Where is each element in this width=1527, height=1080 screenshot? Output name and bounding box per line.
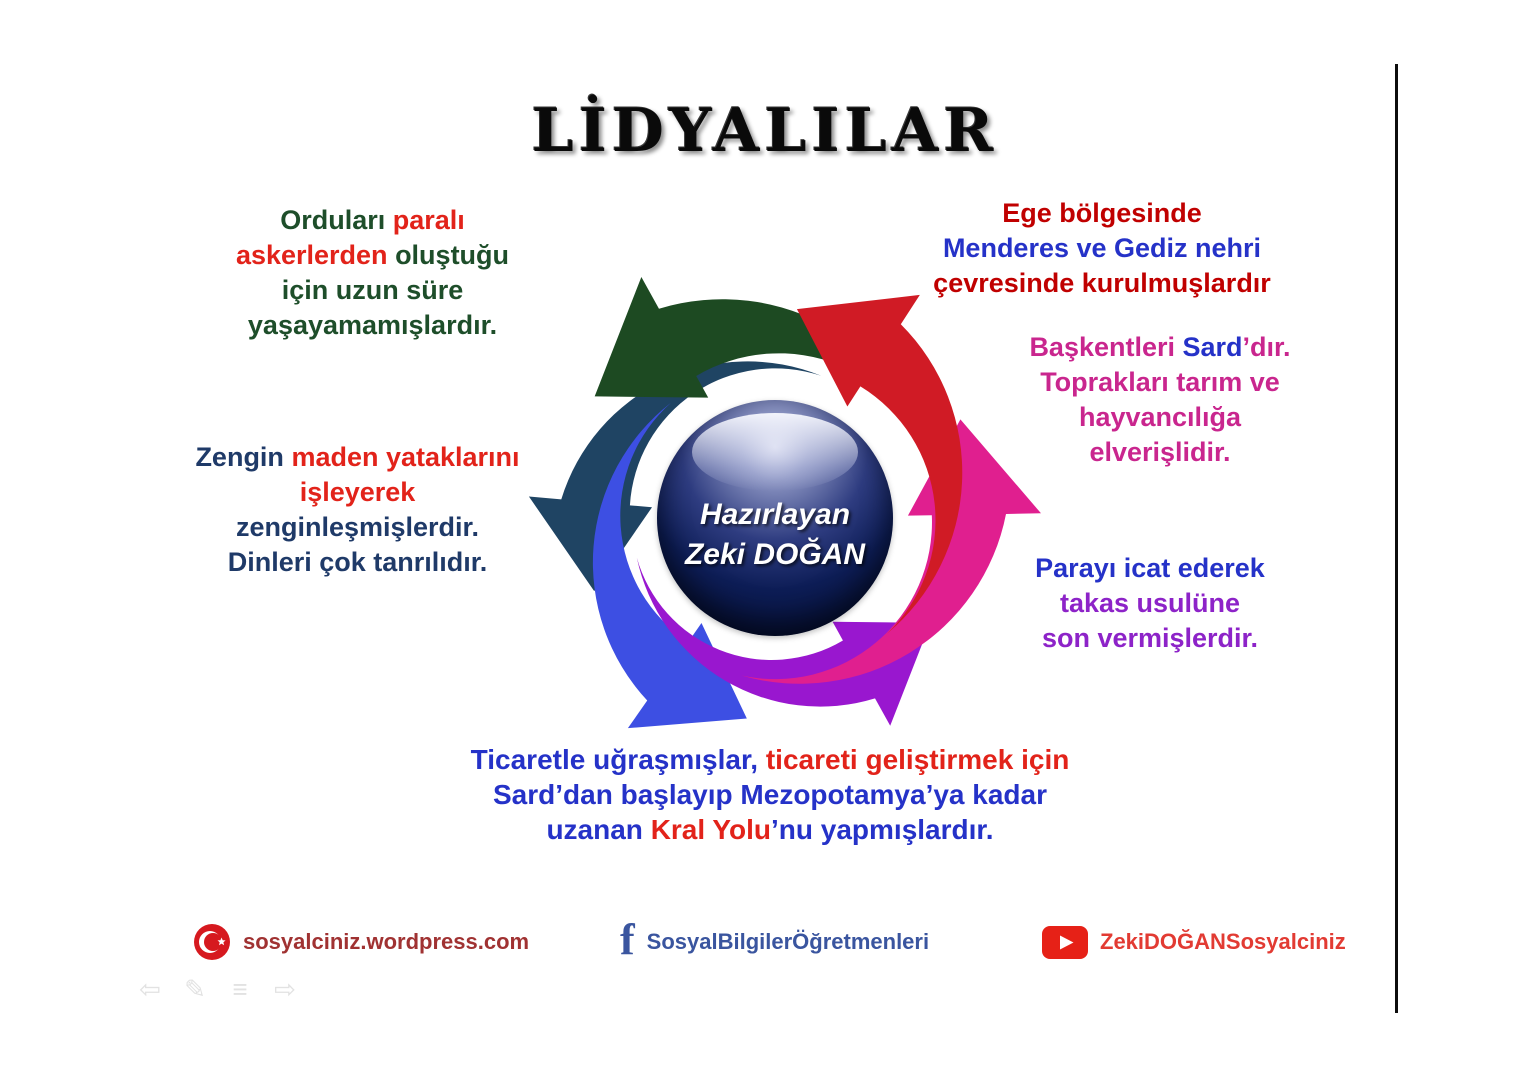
sphere-gloss-highlight <box>692 413 858 491</box>
text-segment: Menderes ve Gediz nehri <box>942 233 1262 263</box>
text-segment: için uzun süre <box>281 275 464 305</box>
footer-wordpress: sosyalciniz.wordpress.com <box>193 922 529 962</box>
text-segment: son vermişlerdir. <box>1041 623 1259 653</box>
presentation-nav-controls: ⇦ ✎ ≡ ⇨ <box>136 974 299 1004</box>
center-badge-line2: Zeki DOĞAN <box>684 538 866 571</box>
text-segment: Ticaretle uğraşmışlar, <box>470 744 766 775</box>
note-money: Parayı icat ederek takas usulüne son ver… <box>985 551 1315 656</box>
note-capital: Başkentleri Sard’dır. Toprakları tarım v… <box>980 330 1340 470</box>
text-line: Zengin maden yataklarını <box>150 440 565 475</box>
text-line: uzanan Kral Yolu’nu yapmışlardır. <box>420 812 1120 847</box>
text-line: Sard’dan başlayıp Mezopotamya’ya kadar <box>420 777 1120 812</box>
text-segment: Başkentleri <box>1029 332 1183 362</box>
center-badge-line1: Hazırlayan <box>699 498 851 531</box>
text-segment: elverişlidir. <box>1089 437 1231 467</box>
text-segment: Ege bölgesinde <box>1002 198 1202 228</box>
footer-youtube-label: ZekiDOĞANSosyalciniz <box>1100 929 1346 954</box>
text-line: Ege bölgesinde <box>888 196 1316 231</box>
text-segment: Zengin <box>195 442 292 472</box>
text-segment: Parayı icat ederek <box>1035 553 1265 583</box>
text-segment: işleyerek <box>299 477 416 507</box>
text-segment: çevresinde kurulmuşlardır <box>933 268 1271 298</box>
text-line: Başkentleri Sard’dır. <box>980 330 1340 365</box>
text-line: askerlerden oluştuğu <box>190 238 555 273</box>
text-line: Toprakları tarım ve <box>980 365 1340 400</box>
text-line: Dinleri çok tanrılıdır. <box>150 545 565 580</box>
footer-facebook: f SosyalBilgilerÖğretmenleri <box>620 915 930 964</box>
text-segment: zenginleşmişlerdir. <box>235 512 480 542</box>
text-segment: ’dır. <box>1242 332 1291 362</box>
text-segment: Dinleri çok tanrılıdır. <box>227 547 488 577</box>
slide-menu-button[interactable]: ≡ <box>232 974 248 1004</box>
next-slide-button[interactable]: ⇨ <box>274 974 296 1004</box>
text-line: son vermişlerdir. <box>985 621 1315 656</box>
text-segment: paralı <box>392 205 465 235</box>
text-line: işleyerek <box>150 475 565 510</box>
text-line: elverişlidir. <box>980 435 1340 470</box>
text-segment: uzanan <box>546 814 651 845</box>
note-armies: Orduları paralı askerlerden oluştuğu içi… <box>190 203 555 343</box>
right-border-line <box>1395 64 1398 1013</box>
text-line: Parayı icat ederek <box>985 551 1315 586</box>
text-segment: hayvancılığa <box>1078 402 1242 432</box>
text-segment: maden yataklarını <box>291 442 520 472</box>
note-trade: Ticaretle uğraşmışlar, ticareti geliştir… <box>420 742 1120 847</box>
text-segment: takas usulüne <box>1059 588 1241 618</box>
footer-wordpress-label: sosyalciniz.wordpress.com <box>243 929 530 954</box>
note-mines: Zengin maden yataklarını işleyerek zengi… <box>150 440 565 580</box>
text-line: Orduları paralı <box>190 203 555 238</box>
text-segment: yaşayamamışlardır. <box>247 310 498 340</box>
text-line: takas usulüne <box>985 586 1315 621</box>
text-segment: ticareti geliştirmek için <box>765 744 1070 775</box>
text-line: Ticaretle uğraşmışlar, ticareti geliştir… <box>420 742 1120 777</box>
text-line: Menderes ve Gediz nehri <box>888 231 1316 266</box>
text-segment: oluştuğu <box>387 240 510 270</box>
youtube-icon <box>1042 925 1088 959</box>
page-title: LİDYALILAR <box>531 96 999 166</box>
text-line: yaşayamamışlardır. <box>190 308 555 343</box>
note-ege-region: Ege bölgesinde Menderes ve Gediz nehri ç… <box>888 196 1316 301</box>
text-line: zenginleşmişlerdir. <box>150 510 565 545</box>
text-line: hayvancılığa <box>980 400 1340 435</box>
text-segment: Kral Yolu <box>650 814 772 845</box>
facebook-icon: f <box>620 915 635 964</box>
text-segment: Orduları <box>280 205 393 235</box>
previous-slide-button[interactable]: ⇦ <box>139 974 161 1004</box>
footer-facebook-label: SosyalBilgilerÖğretmenleri <box>646 929 930 954</box>
text-segment: ’nu yapmışlardır. <box>771 814 994 845</box>
turkish-flag-icon <box>194 924 230 960</box>
text-line: için uzun süre <box>190 273 555 308</box>
footer-youtube: ZekiDOĞANSosyalciniz <box>1042 922 1346 962</box>
text-segment: Sard’dan başlayıp Mezopotamya’ya kadar <box>493 779 1047 810</box>
text-segment: Sard <box>1182 332 1243 362</box>
text-segment: askerlerden <box>235 240 388 270</box>
pen-tool-button[interactable]: ✎ <box>184 974 206 1004</box>
text-segment: Toprakları tarım ve <box>1040 367 1280 397</box>
center-sphere: Hazırlayan Zeki DOĞAN <box>657 400 893 636</box>
text-line: çevresinde kurulmuşlardır <box>888 266 1316 301</box>
